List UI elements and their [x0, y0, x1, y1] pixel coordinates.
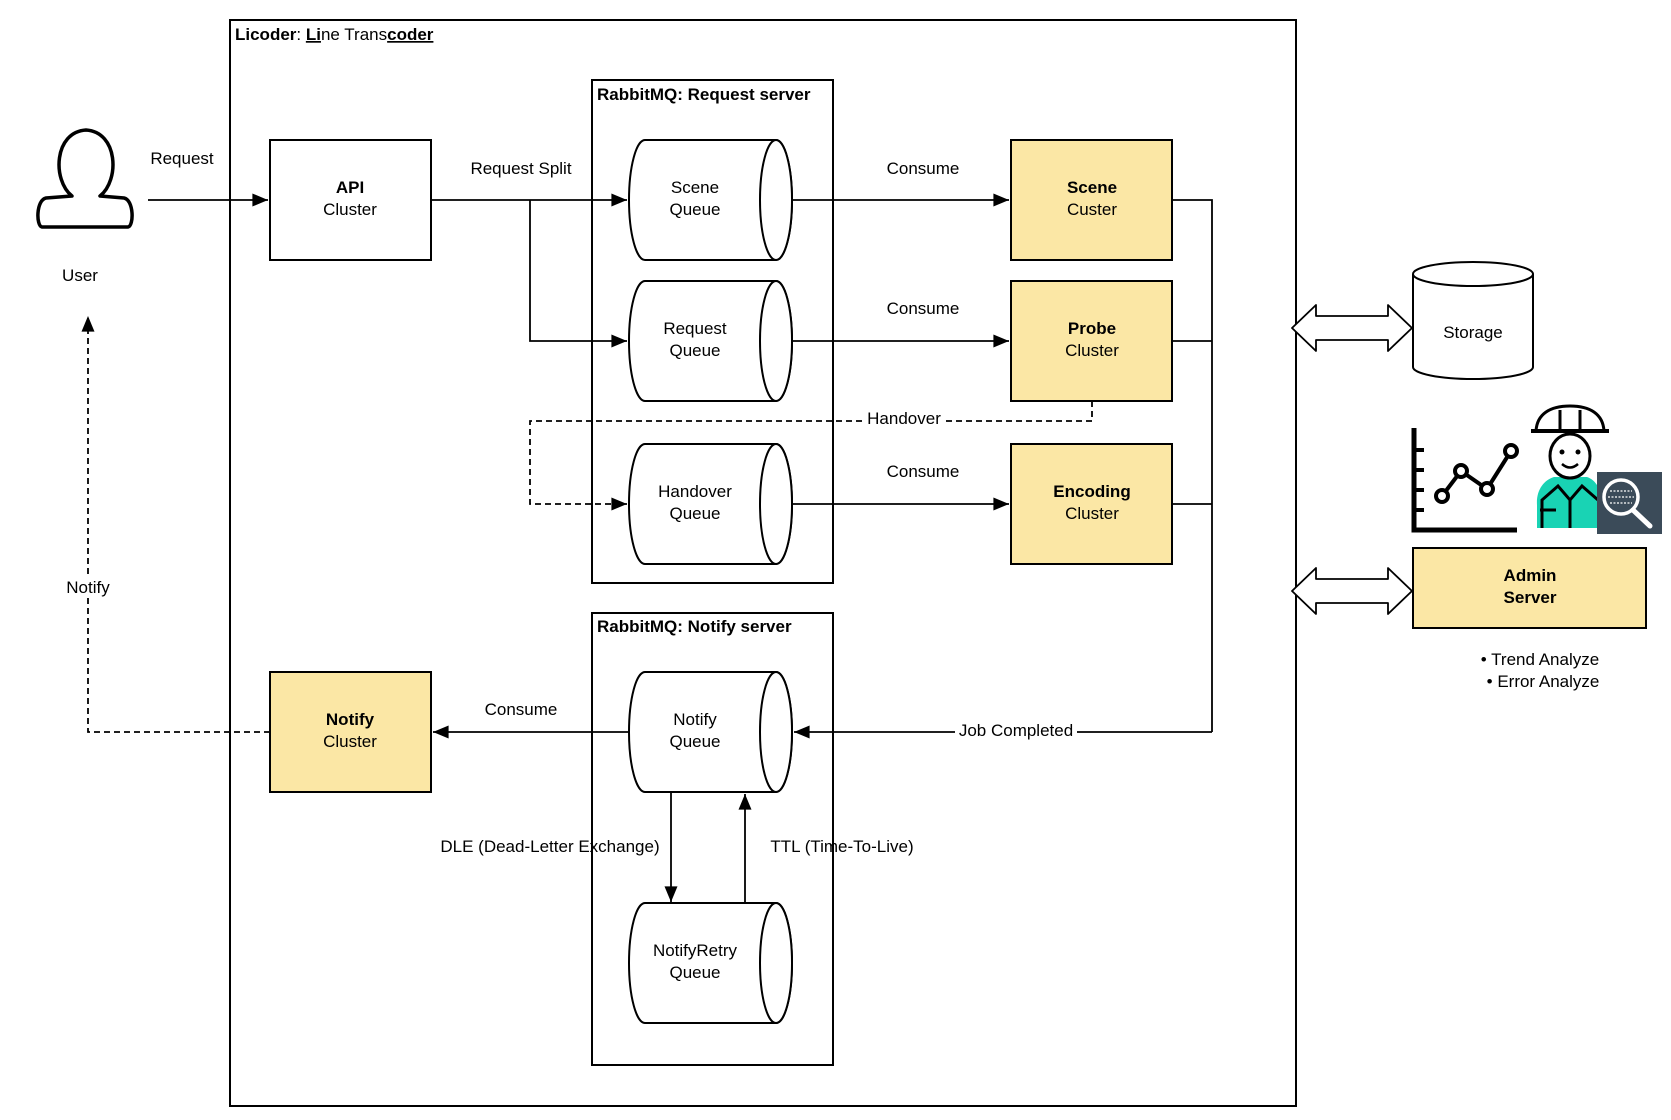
line-chart-icon: [1411, 428, 1519, 533]
binary-magnifier-icon: [1597, 472, 1662, 534]
system-title-part: Licoder: [235, 25, 297, 44]
notify-cluster-title: Notify: [326, 710, 375, 729]
scene-cluster: Scene Custer: [1010, 139, 1173, 261]
system-title-part: :: [296, 25, 305, 44]
admin-server-line1: Admin: [1504, 566, 1557, 585]
probe-cluster: Probe Cluster: [1010, 280, 1173, 402]
notify-queue-line1: Notify: [673, 710, 717, 729]
handover-label: Handover: [867, 409, 941, 428]
notify-server-title: RabbitMQ: Notify server: [597, 617, 792, 636]
notify-retry-queue-line2: Queue: [669, 963, 720, 982]
scene-queue-line2: Queue: [669, 200, 720, 219]
notify-user-arrow: [81, 316, 270, 733]
storage-cylinder: Storage: [1412, 261, 1534, 380]
probe-cluster-title: Probe: [1068, 319, 1116, 338]
scene-queue-line1: Scene: [671, 178, 719, 197]
admin-server: Admin Server: [1412, 547, 1647, 629]
encoding-cluster: Encoding Cluster: [1010, 443, 1173, 565]
api-cluster-subtitle: Cluster: [323, 200, 377, 219]
job-completed-label: Job Completed: [959, 721, 1073, 740]
handover-queue-line2: Queue: [669, 504, 720, 523]
request-split-label: Request Split: [470, 159, 571, 178]
notify-cluster: Notify Cluster: [269, 671, 432, 793]
notify-queue: Notify Queue: [628, 671, 793, 793]
split-arrow-request: [529, 200, 628, 348]
notify-label: Notify: [66, 578, 110, 597]
api-cluster-title: API: [336, 178, 364, 197]
consume-label-notify: Consume: [485, 700, 558, 719]
consume-label-probe: Consume: [887, 299, 960, 318]
notify-retry-queue: NotifyRetry Queue: [628, 902, 793, 1024]
ttl-label: TTL (Time-To-Live): [770, 837, 913, 856]
admin-bullet-trend: • Trend Analyze: [1481, 650, 1599, 669]
scene-queue: Scene Queue: [628, 139, 793, 261]
dle-label: DLE (Dead-Letter Exchange): [440, 837, 659, 856]
user-label: User: [62, 266, 98, 285]
request-server-title: RabbitMQ: Request server: [597, 85, 811, 104]
request-queue: Request Queue: [628, 280, 793, 402]
request-label: Request: [150, 149, 214, 168]
consume-label-encoding: Consume: [887, 462, 960, 481]
handover-arrow: [529, 401, 1093, 511]
handover-queue-line1: Handover: [658, 482, 732, 501]
system-title-part: ne Trans: [321, 25, 387, 44]
admin-bidirectional-arrow: [1291, 567, 1413, 615]
encoding-cluster-subtitle: Cluster: [1065, 504, 1119, 523]
notify-queue-line2: Queue: [669, 732, 720, 751]
storage-bidirectional-arrow: [1291, 304, 1413, 352]
system-title-part: coder: [387, 25, 434, 44]
handover-label-bg: [864, 409, 944, 431]
user-icon: [36, 128, 134, 229]
notify-retry-queue-line1: NotifyRetry: [653, 941, 738, 960]
request-queue-line2: Queue: [669, 341, 720, 360]
system-title: Licoder: Line Transcoder: [235, 25, 434, 44]
request-queue-line1: Request: [663, 319, 727, 338]
job-completed-label-bg: [955, 720, 1077, 742]
consume-label-scene: Consume: [887, 159, 960, 178]
engineer-analyst-icon: [1531, 404, 1609, 528]
job-completed-bus: [1172, 199, 1213, 732]
scene-cluster-title: Scene: [1067, 178, 1117, 197]
system-title-part: Li: [306, 25, 321, 44]
encoding-cluster-title: Encoding: [1053, 482, 1130, 501]
api-cluster: API Cluster: [269, 139, 432, 261]
notify-cluster-subtitle: Cluster: [323, 732, 377, 751]
notify-label-bg: [58, 576, 118, 598]
handover-queue: Handover Queue: [628, 443, 793, 565]
storage-label: Storage: [1443, 323, 1503, 342]
admin-server-line2: Server: [1504, 588, 1557, 607]
admin-bullet-error: • Error Analyze: [1487, 672, 1600, 691]
probe-cluster-subtitle: Cluster: [1065, 341, 1119, 360]
scene-cluster-subtitle: Custer: [1067, 200, 1117, 219]
